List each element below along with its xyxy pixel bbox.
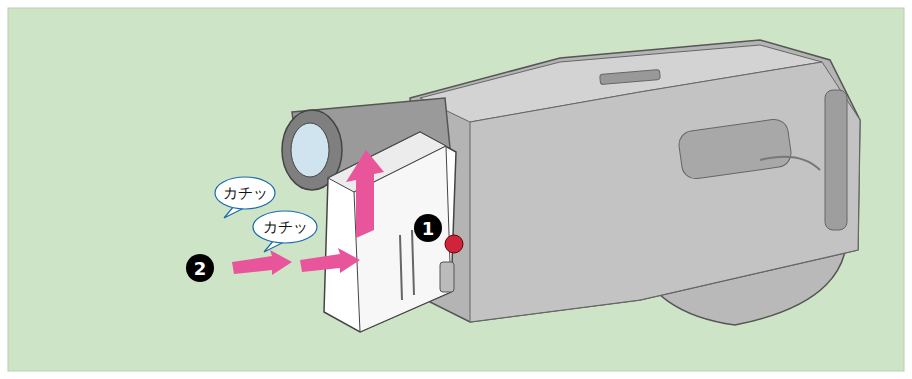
battery-pack: [324, 132, 456, 332]
release-button: [445, 235, 463, 253]
callout-number: 2: [186, 254, 214, 282]
body-side: [470, 62, 860, 322]
camera-body: [410, 40, 860, 322]
side-panel: [825, 90, 847, 230]
push-arrow: [232, 250, 292, 275]
slide-up-arrow: [346, 150, 384, 238]
body-detail: [760, 157, 820, 170]
push-arrow: [300, 248, 360, 273]
speech-bubble: カチッ: [252, 210, 318, 244]
sound-text: カチッ: [223, 184, 268, 203]
speech-bubble: カチッ: [214, 176, 276, 210]
battery-grooves: [400, 230, 414, 300]
callout-number: 1: [414, 214, 442, 242]
battery-latch: [440, 262, 454, 292]
sound-text: カチッ: [263, 218, 308, 237]
top-button: [600, 69, 661, 84]
eyepiece: [291, 123, 329, 177]
background-panel: [8, 8, 904, 371]
bubble-ellipse: [253, 211, 317, 243]
body-window: [677, 118, 793, 181]
bubble-ellipse: [215, 177, 275, 209]
